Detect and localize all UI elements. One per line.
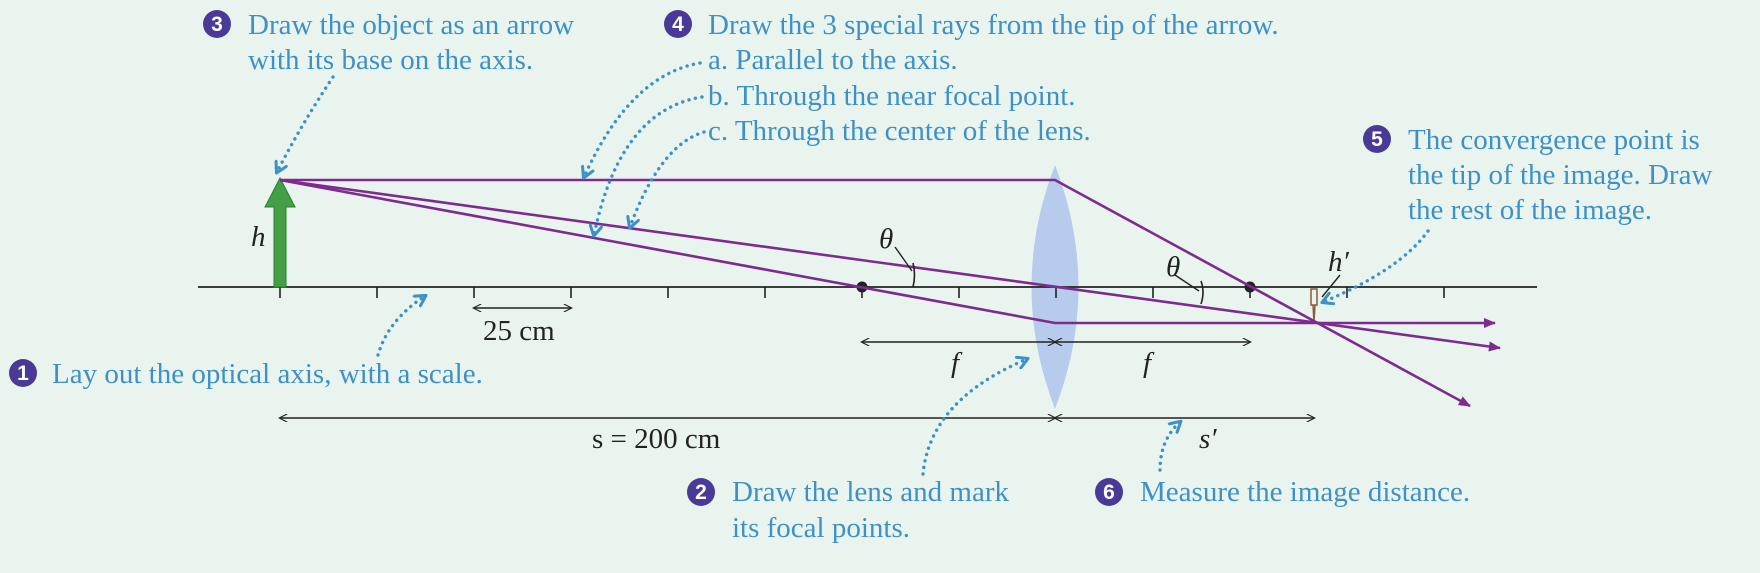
step-5-callout: 5 The convergence point is the tip of th… xyxy=(1363,124,1712,226)
theta-leader-right xyxy=(1174,274,1200,292)
callout-arrow-step4c xyxy=(630,130,706,227)
step-5-text-line-2: the tip of the image. Draw xyxy=(1408,159,1712,191)
step-4-text-line-b: b. Through the near focal point. xyxy=(708,80,1076,112)
focal-length-label-left: f xyxy=(951,347,963,379)
step-1-badge xyxy=(9,359,37,387)
step-1-callout: 1 Lay out the optical axis, with a scale… xyxy=(9,358,483,390)
step-6-badge xyxy=(1095,478,1123,506)
focal-length-label-right: f xyxy=(1143,347,1155,379)
step-4-number: 4 xyxy=(672,13,684,36)
theta-leader-left xyxy=(894,246,913,272)
step-1-number: 1 xyxy=(17,362,29,385)
object-distance-label: s = 200 cm xyxy=(592,423,721,455)
image-height-leader xyxy=(1321,274,1341,298)
ray-through-lens-center xyxy=(279,178,1501,352)
callout-arrow-step6 xyxy=(1158,422,1180,472)
step-2-number: 2 xyxy=(695,481,707,504)
ray-parallel-to-axis xyxy=(280,178,1471,408)
step-2-badge xyxy=(687,478,715,506)
special-rays xyxy=(279,178,1501,408)
step-5-number: 5 xyxy=(1371,128,1383,151)
step-5-text-line-1: The convergence point is xyxy=(1408,124,1700,156)
image-height-label: h′ xyxy=(1328,246,1350,278)
callout-arrow-step1 xyxy=(376,296,425,357)
step-6-text: Measure the image distance. xyxy=(1140,476,1470,508)
theta-label-right: θ xyxy=(1166,251,1180,283)
ray-through-near-focal-point xyxy=(279,178,1496,328)
callout-arrow-step2 xyxy=(921,359,1027,476)
object-height-label: h xyxy=(251,221,266,253)
step-4-text-line-1: Draw the 3 special rays from the tip of … xyxy=(708,9,1279,41)
step-2-text-line-1: Draw the lens and mark xyxy=(732,476,1010,508)
callout-arrows xyxy=(277,61,1430,476)
callout-arrow-step3 xyxy=(277,75,335,172)
step-3-callout: 3 Draw the object as an arrow with its b… xyxy=(203,9,574,76)
step-2-callout: 2 Draw the lens and mark its focal point… xyxy=(687,476,1010,544)
step-4-badge xyxy=(664,10,692,38)
image-distance-label: s′ xyxy=(1199,423,1217,455)
object-arrow-icon xyxy=(264,176,296,288)
step-3-text-line-1: Draw the object as an arrow xyxy=(248,9,574,41)
step-1-text: Lay out the optical axis, with a scale. xyxy=(52,358,483,390)
theta-label-left: θ xyxy=(879,223,893,255)
angle-theta-arc-left xyxy=(912,262,916,288)
step-6-number: 6 xyxy=(1103,481,1115,504)
step-3-text-line-2: with its base on the axis. xyxy=(248,44,533,76)
image-arrow-icon xyxy=(1310,288,1318,323)
step-4-text-line-a: a. Parallel to the axis. xyxy=(708,44,958,76)
scale-label: 25 cm xyxy=(483,315,555,347)
step-2-text-line-2: its focal points. xyxy=(732,512,910,544)
step-5-text-line-3: the rest of the image. xyxy=(1408,194,1652,226)
callout-arrow-step4a xyxy=(584,61,702,177)
step-6-callout: 6 Measure the image distance. xyxy=(1095,476,1470,508)
step-3-badge xyxy=(203,10,231,38)
step-4-text-line-c: c. Through the center of the lens. xyxy=(708,115,1091,147)
step-4-callout: 4 Draw the 3 special rays from the tip o… xyxy=(664,9,1279,147)
step-3-number: 3 xyxy=(211,13,223,36)
angle-theta-arc-right xyxy=(1200,280,1204,305)
callout-arrow-step4b xyxy=(594,95,704,235)
step-5-badge xyxy=(1363,125,1391,153)
